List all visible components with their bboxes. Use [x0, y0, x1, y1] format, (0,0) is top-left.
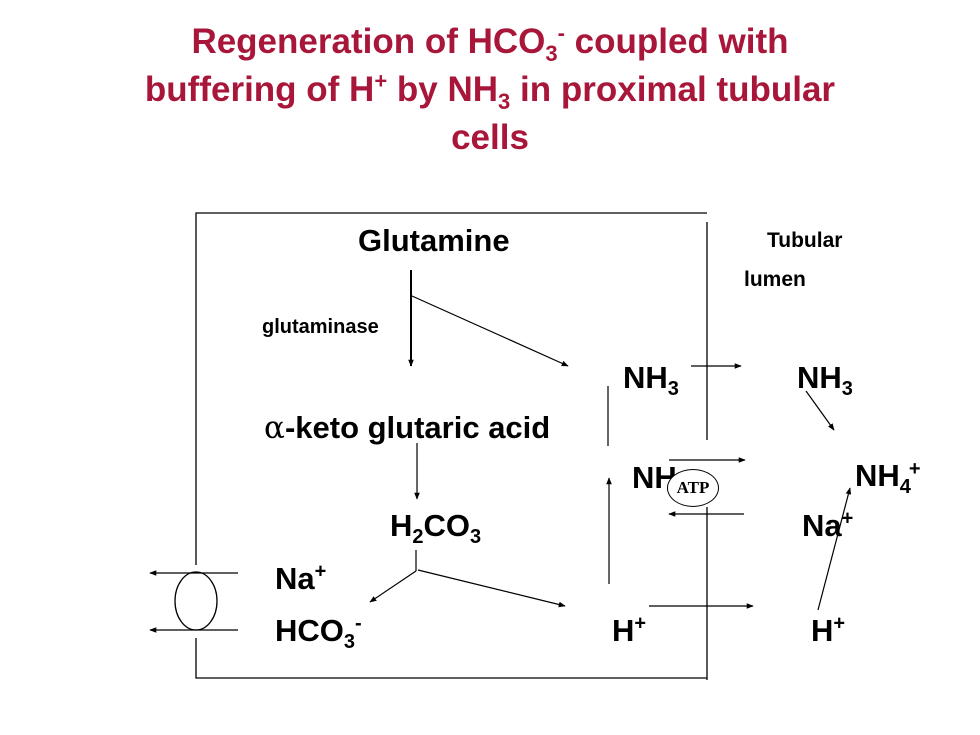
title-subscript: 3 [545, 41, 558, 66]
label-nh3-lumen: NH3 [797, 360, 853, 399]
nh3-sub: 3 [667, 378, 679, 401]
nh3-text: NH [623, 360, 668, 395]
nh4-sub: 4 [899, 476, 911, 499]
title-line-3: cells [451, 118, 529, 157]
title-superscript: + [374, 68, 388, 94]
label-na-lumen: Na+ [802, 507, 854, 543]
hco3-sub: 3 [343, 631, 356, 654]
label-hco3-cell: HCO3- [275, 612, 362, 653]
nh3-sub: 3 [841, 378, 853, 401]
label-alpha-keto-glutaric-acid: α-keto glutaric acid [264, 412, 550, 444]
title-text: buffering of H [144, 70, 375, 109]
label-glutaminase: glutaminase [262, 316, 379, 338]
title-text: by NH [387, 70, 499, 109]
h2co3-co: CO [423, 508, 471, 543]
title-superscript: - [557, 20, 565, 46]
na-text: Na [275, 561, 315, 596]
h-text: H [811, 613, 834, 648]
label-h-lumen: H+ [811, 612, 846, 648]
h-charge: + [634, 612, 647, 635]
hco3-charge: - [355, 612, 362, 635]
na-text: Na [802, 508, 842, 543]
title-text: in proximal tubular [510, 70, 836, 109]
alpha-symbol: α [264, 410, 285, 446]
cell-border [195, 212, 707, 565]
slide-title: Regeneration of HCO3- coupled with buffe… [40, 18, 940, 162]
na-charge: + [841, 507, 854, 530]
label-nh4-lumen: NH4+ [855, 457, 921, 498]
nh4-charge: + [908, 457, 921, 480]
atp-pump: ATP [667, 469, 719, 507]
label-tubular: Tubular [767, 229, 843, 252]
nh4-text: NH [855, 458, 900, 493]
keto-text: -keto glutaric acid [284, 410, 551, 445]
arrow-to-hco3 [369, 570, 417, 603]
basolateral-transporter [174, 571, 218, 631]
arrow-to-h [417, 569, 566, 608]
h2co3-sub-3: 3 [470, 526, 482, 549]
cell-border-bottom [195, 638, 707, 679]
title-text: Regeneration of HCO [191, 22, 546, 61]
label-na-cell: Na+ [275, 560, 327, 596]
h2co3-sub-2: 2 [412, 526, 424, 549]
arrow-h-to-nh4 [817, 487, 852, 611]
title-line-1: Regeneration of HCO3- coupled with [40, 18, 940, 66]
arrow-glutamine-to-nh3 [411, 295, 569, 367]
label-glutamine: Glutamine [358, 223, 510, 258]
arrow-nh3-to-nh4 [805, 390, 835, 431]
h2co3-h: H [390, 508, 413, 543]
h-text: H [612, 613, 635, 648]
title-text: coupled with [564, 22, 789, 61]
hco3-text: HCO [275, 613, 344, 648]
na-charge: + [314, 560, 327, 583]
title-line-2: buffering of H+ by NH3 in proximal tubul… [40, 66, 940, 114]
h-charge: + [833, 612, 846, 635]
label-lumen: lumen [744, 268, 806, 291]
title-subscript: 3 [498, 89, 511, 114]
label-h2co3: H2CO3 [390, 508, 481, 547]
nh3-text: NH [797, 360, 842, 395]
label-h-cell: H+ [612, 612, 647, 648]
label-nh3-cell: NH3 [623, 360, 679, 399]
